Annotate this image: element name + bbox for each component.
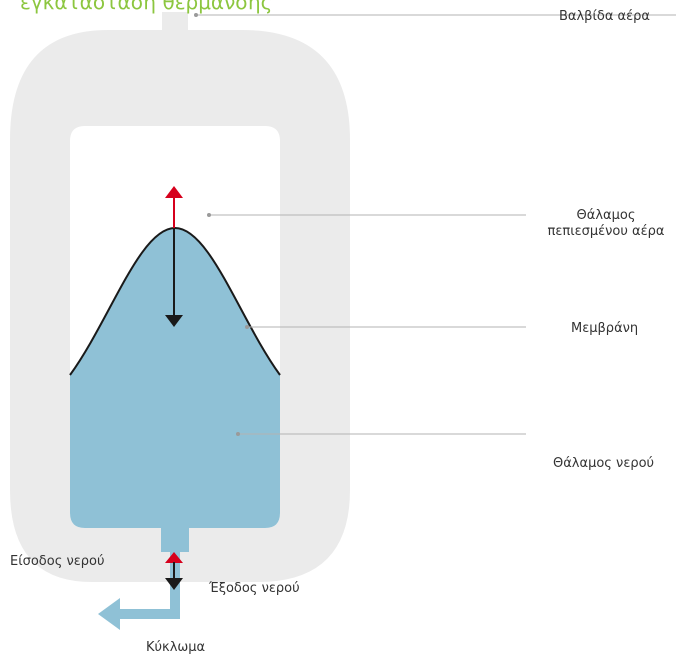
label-water-outlet: Έξοδος νερού	[209, 581, 300, 596]
leader-dot-air-valve	[194, 13, 198, 17]
pressure-up-arrow-head	[165, 186, 183, 198]
label-air-chamber-line1: Θάλαμος	[576, 208, 636, 223]
vessel-shell	[10, 30, 350, 582]
leader-dot-membrane	[245, 325, 249, 329]
label-membrane: Μεμβράνη	[571, 321, 639, 336]
water-chamber	[70, 228, 280, 528]
outlet-neck	[161, 528, 189, 552]
label-water-chamber: Θάλαμος νερού	[553, 456, 655, 471]
circuit-arrow-head	[98, 598, 120, 630]
inlet-arrow-head	[165, 552, 183, 563]
label-water-inlet: Είσοδος νερού	[10, 554, 105, 569]
pipe-horizontal	[116, 609, 180, 619]
diagram-title: εγκατάσταση θέρμανσης	[20, 0, 273, 14]
pressure-down-arrow-head	[165, 315, 183, 327]
leader-dot-air-chamber	[207, 213, 211, 217]
label-air-chamber-line2: πεπιεσμένου αέρα	[547, 224, 665, 239]
leader-dot-water-chamber	[236, 432, 240, 436]
outlet-arrow-head	[165, 578, 183, 590]
label-air-valve: Βαλβίδα αέρα	[559, 9, 650, 24]
label-circuit: Κύκλωμα	[146, 640, 206, 655]
label-air-chamber: Θάλαμος πεπιεσμένου αέρα	[526, 208, 686, 240]
